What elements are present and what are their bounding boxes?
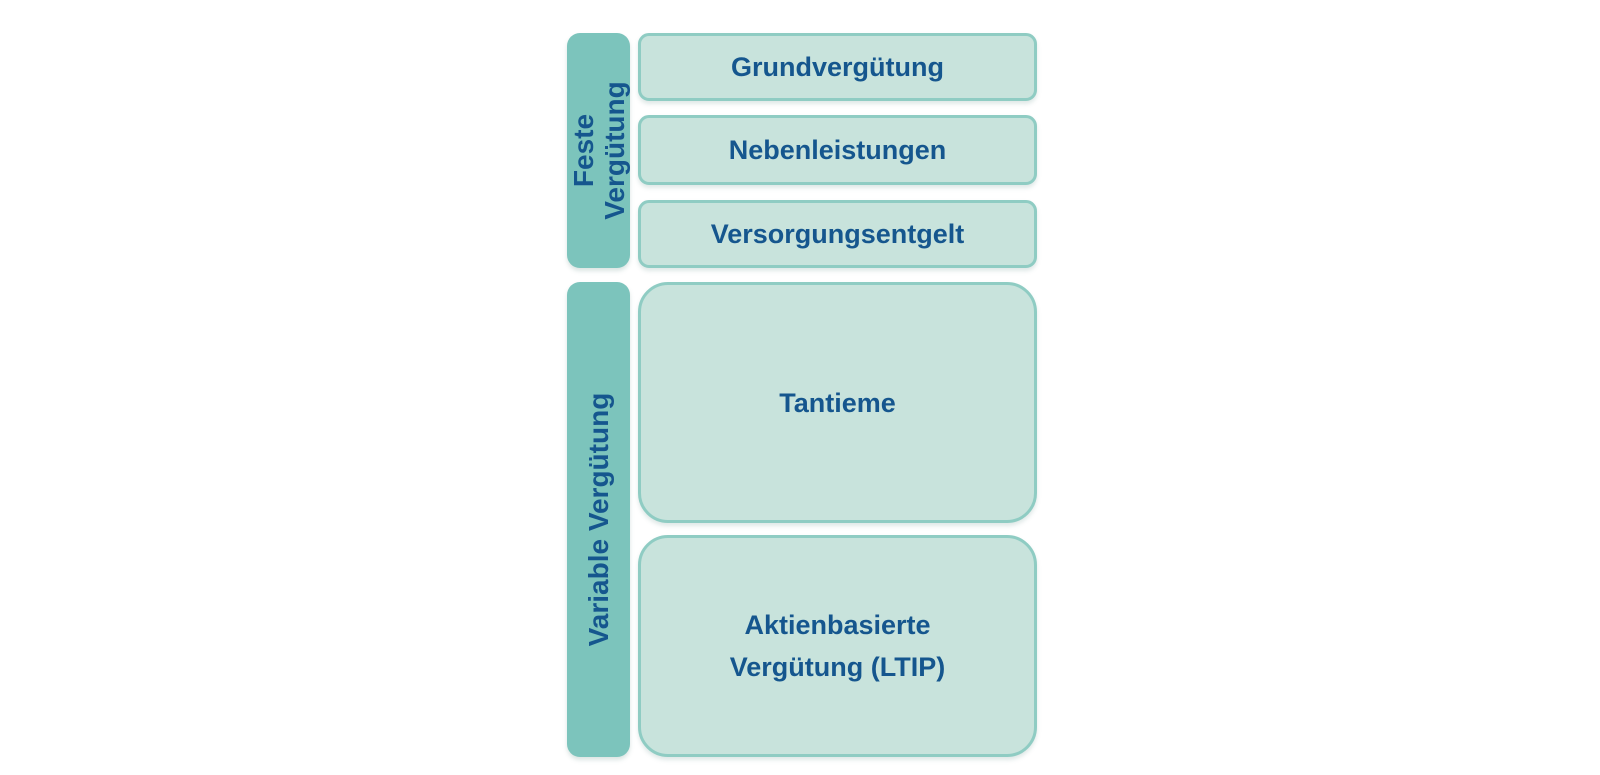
- box-label-tantieme: Tantieme: [779, 387, 896, 418]
- box-label-grundverguetung: Grundvergütung: [731, 52, 944, 82]
- box-aktienbasierte-verguetung-ltip: Aktienbasierte Vergütung (LTIP): [638, 535, 1037, 757]
- group-bar-feste-verguetung: [567, 33, 630, 268]
- box-versorgungsentgelt: Versorgungsentgelt: [638, 200, 1037, 268]
- box-label-nebenleistungen: Nebenleistungen: [728, 135, 947, 165]
- box-grundverguetung: Grundvergütung: [638, 33, 1037, 101]
- box-label-aktienbasierte-verguetung-ltip: Aktienbasierte Vergütung (LTIP): [729, 610, 946, 682]
- box-label-versorgungsentgelt: Versorgungsentgelt: [710, 219, 965, 249]
- group-bar-variable-verguetung: [567, 282, 630, 757]
- box-tantieme: Tantieme: [638, 282, 1037, 523]
- box-nebenleistungen: Nebenleistungen: [638, 115, 1037, 185]
